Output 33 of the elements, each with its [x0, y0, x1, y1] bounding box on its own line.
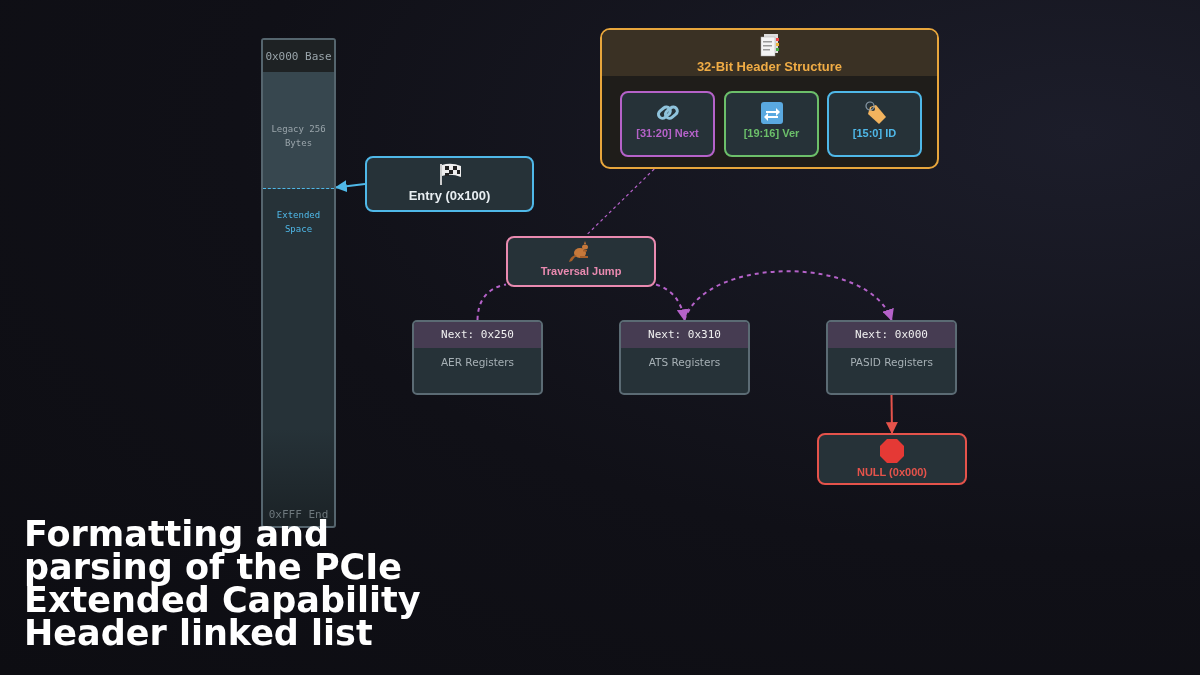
node-label: Entry (0x100) — [407, 188, 492, 203]
title: Formatting and parsing of the PCIe Extended Capability Header linked list — [24, 518, 422, 650]
node-label: [31:20] Next — [635, 127, 700, 139]
node-label: [15:0] ID — [851, 127, 898, 139]
pointer-label: Next: 0x250 — [414, 322, 541, 348]
header-structure-panel — [600, 28, 939, 169]
arrow — [885, 394, 898, 435]
capability-name: PASID Registers — [849, 356, 934, 368]
arrow — [655, 283, 689, 322]
entry-box — [365, 156, 534, 212]
panel-title: 32-Bit Header Structure — [695, 59, 844, 74]
arrow — [334, 180, 366, 193]
region-label: Extended Space — [275, 209, 322, 236]
region-label: Legacy 256 Bytes — [270, 123, 327, 150]
pointer-label: Next: 0x000 — [828, 322, 955, 348]
capability-name: AER Registers — [439, 356, 516, 368]
field-box — [620, 91, 715, 157]
capability-name: ATS Registers — [647, 356, 722, 368]
node-label: Traversal Jump — [539, 265, 623, 277]
connector-line — [584, 168, 655, 237]
field-box — [827, 91, 922, 157]
address-label: 0x000 Base — [265, 50, 332, 64]
field-box — [724, 91, 819, 157]
capability-box — [619, 320, 750, 395]
arrow — [683, 270, 893, 322]
capability-box — [826, 320, 957, 395]
null-terminator-box — [817, 433, 967, 485]
node-label: [19:16] Ver — [742, 127, 801, 139]
node-label: NULL (0x000) — [855, 466, 929, 478]
traversal-box — [506, 236, 656, 287]
pointer-label: Next: 0x310 — [621, 322, 748, 348]
connector-line — [476, 283, 507, 321]
capability-box — [412, 320, 543, 395]
